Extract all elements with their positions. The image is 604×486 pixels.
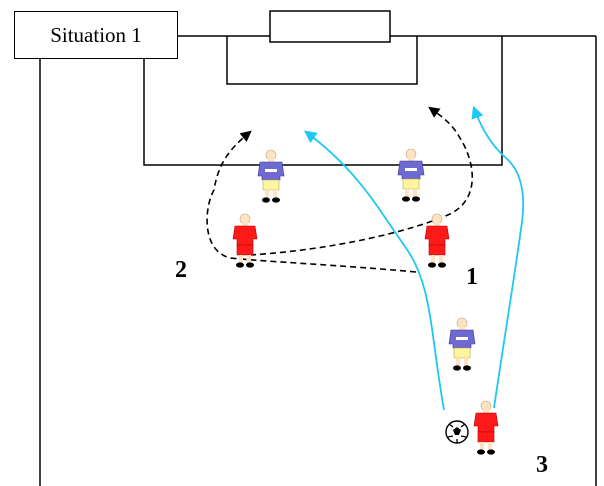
goal (269, 10, 391, 43)
player-number-2: 2 (175, 257, 187, 283)
cyan-run-paths (303, 105, 525, 411)
dashed-path-player-2 (206, 130, 417, 273)
defender-left (257, 149, 285, 204)
dashed-run-paths (206, 106, 473, 273)
defender-right (397, 148, 425, 203)
goal-area (226, 36, 418, 85)
attacker-3 (473, 400, 499, 456)
ball-icon (445, 420, 469, 444)
dashed-path-player-1 (249, 106, 473, 256)
cyan-path-player-3 (471, 105, 525, 409)
player-number-1: 1 (466, 264, 478, 290)
defender-bottom (448, 317, 476, 372)
cyan-path-ball (303, 130, 445, 411)
player-number-3: 3 (536, 452, 548, 478)
pitch-lines (39, 10, 597, 486)
situation-label: Situation 1 (14, 11, 178, 59)
penalty-area (143, 36, 503, 166)
